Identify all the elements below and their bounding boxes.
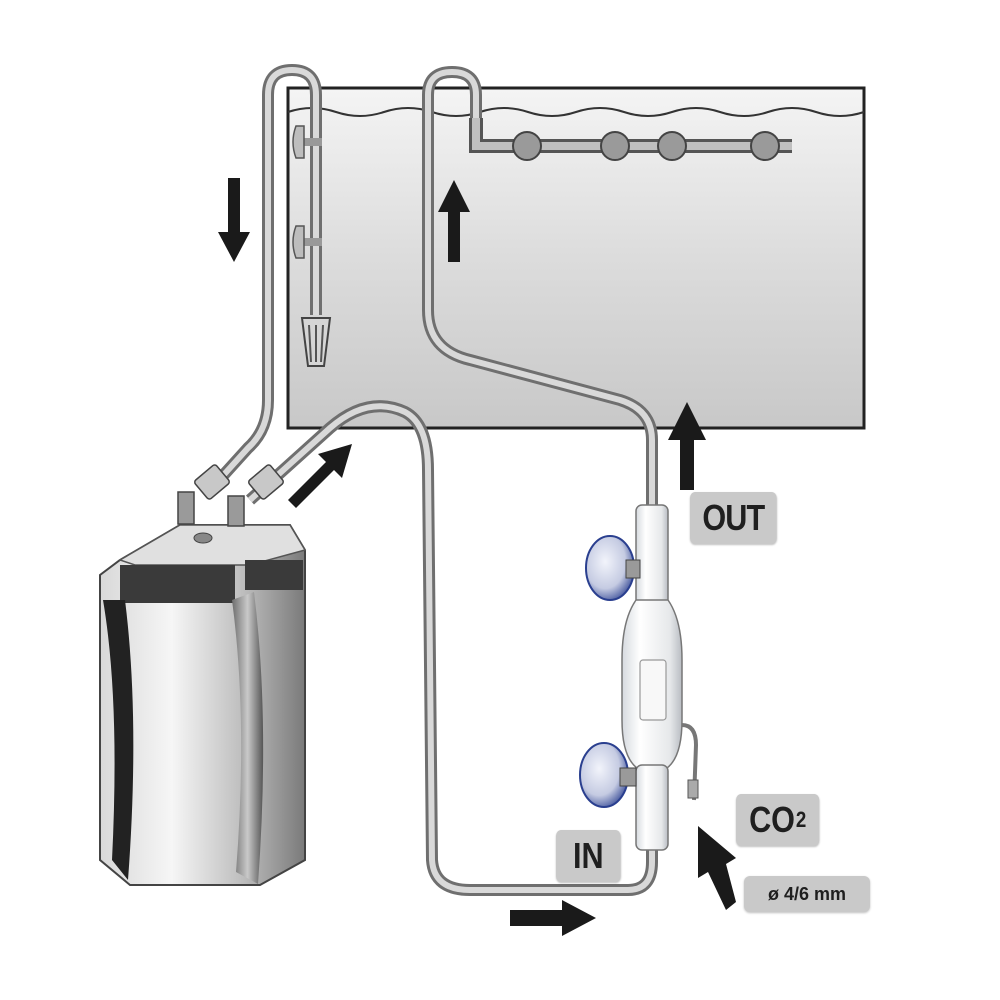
arrow-diagonal-up-right-icon: [288, 444, 352, 508]
arrow-diagonal-up-left-icon: [698, 826, 736, 910]
spray-bar-cup-4: [750, 131, 780, 161]
out-label-text: OUT: [702, 497, 765, 538]
co2-label-text: CO: [749, 799, 795, 840]
out-label: OUT: [690, 492, 777, 544]
arrow-up-icon: [438, 180, 470, 262]
arrow-down-icon: [218, 178, 250, 262]
intake-suction-cup-upper: [292, 125, 305, 159]
spray-bar-cup-2: [600, 131, 630, 161]
reactor-inner-chamber: [639, 659, 667, 721]
in-label: IN: [556, 830, 621, 882]
outlet-hose: [422, 65, 658, 505]
in-label-text: IN: [573, 835, 604, 876]
co2-inlet-nozzle: [681, 723, 699, 801]
flow-arrows: [218, 178, 736, 936]
intake-valve: [194, 464, 230, 500]
arrow-up-out-icon: [668, 402, 706, 490]
co2-reactor: [579, 504, 699, 851]
water-surface: [287, 107, 865, 117]
return-hose: [245, 400, 658, 896]
spray-bar-cup-3: [657, 131, 687, 161]
outlet-valve: [248, 464, 284, 500]
spray-bar-cup-1: [512, 131, 542, 161]
co2-label-subscript: 2: [795, 807, 807, 832]
spray-bar: [469, 118, 792, 161]
tube-size-label: ø 4/6 mm: [744, 876, 870, 912]
canister-filter: [99, 464, 307, 886]
reactor-suction-cup-lower: [579, 742, 637, 808]
filter-logo-icon: [193, 532, 213, 544]
arrow-right-icon: [510, 900, 596, 936]
intake-suction-cup-lower: [292, 225, 305, 259]
reactor-suction-cup-upper: [585, 535, 641, 601]
intake-pipe: [262, 63, 332, 367]
tube-size-label-text: ø 4/6 mm: [767, 883, 847, 904]
intake-hose: [205, 245, 274, 495]
